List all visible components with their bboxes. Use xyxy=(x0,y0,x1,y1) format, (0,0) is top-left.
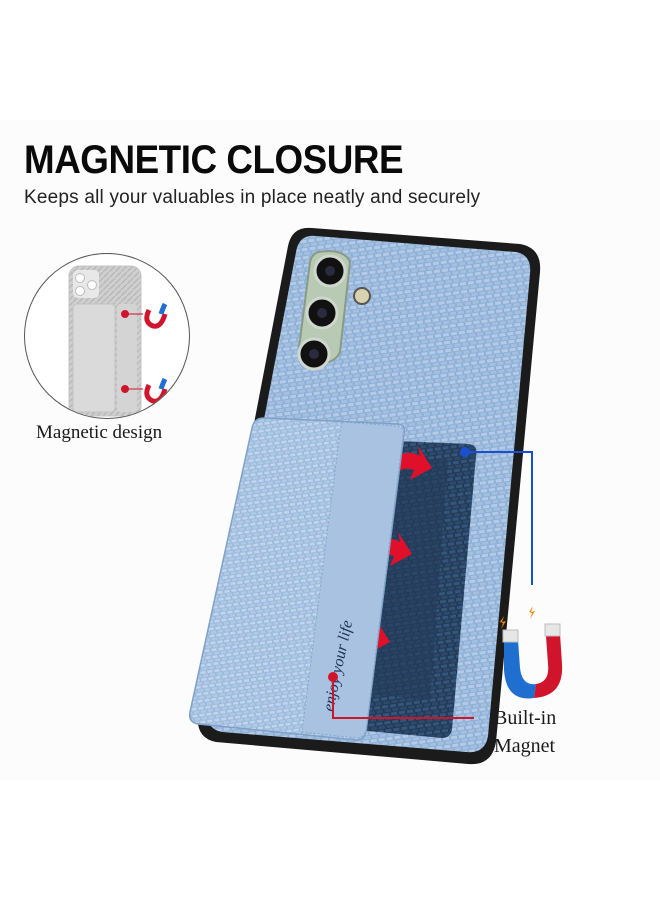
built-in-magnet-label-line2: Magnet xyxy=(494,735,556,757)
page-subtitle: Keeps all your valuables in place neatly… xyxy=(24,187,481,208)
flap-strap xyxy=(301,421,404,739)
magnetic-design-label: Magnetic design xyxy=(36,422,163,443)
camera-module xyxy=(297,250,371,371)
pocket-callout xyxy=(460,447,533,585)
magnet-icon xyxy=(500,606,563,699)
phone-case-sketch-icon xyxy=(68,265,143,417)
page-title: MAGNETIC CLOSURE xyxy=(24,138,404,182)
magnet-icon xyxy=(144,302,168,404)
magnetic-design-inset xyxy=(24,253,190,419)
built-in-magnet-label-line1: Built-in xyxy=(494,707,557,729)
magnet-callout xyxy=(328,672,474,719)
